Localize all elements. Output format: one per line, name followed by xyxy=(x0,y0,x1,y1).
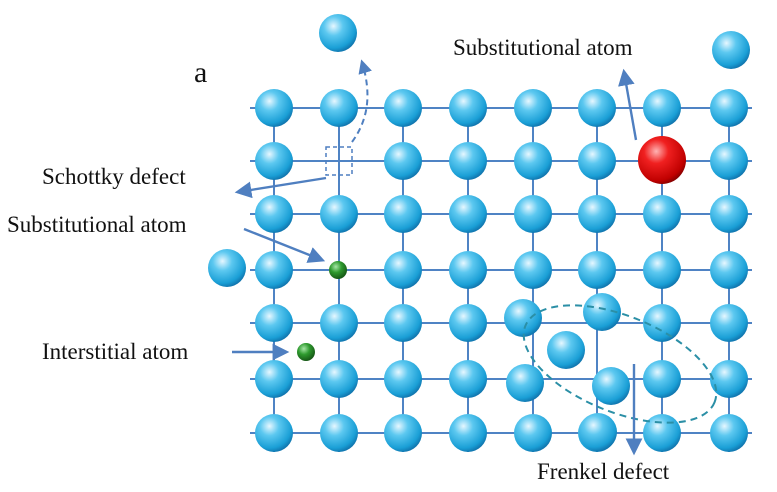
host-atom-r1-c7 xyxy=(643,89,681,127)
host-atom-r4-c3 xyxy=(384,251,422,289)
host-atom-r6-c7 xyxy=(643,360,681,398)
host-atom-r1-c1 xyxy=(255,89,293,127)
host-atom-r2-c6 xyxy=(578,142,616,180)
host-atom-r4-c5 xyxy=(514,251,552,289)
host-atom-r7-c5 xyxy=(514,414,552,452)
host-atom-r2-c5 xyxy=(514,142,552,180)
host-atom-r7-c1 xyxy=(255,414,293,452)
host-atom-r7-c8 xyxy=(710,414,748,452)
host-atom-r1-c6 xyxy=(578,89,616,127)
host-atom-r1-c3 xyxy=(384,89,422,127)
host-atom-r5-c3 xyxy=(384,304,422,342)
host-atom-r2-c4 xyxy=(449,142,487,180)
host-atom-r4-c1 xyxy=(255,251,293,289)
arrow-schottky xyxy=(234,176,327,199)
red-substitutional-atom xyxy=(638,136,686,184)
annotation-arrows xyxy=(232,68,643,456)
schottky-ejection-path xyxy=(351,59,372,143)
host-atom-r3-c3 xyxy=(384,195,422,233)
green-interstitial-atom xyxy=(297,343,315,361)
host-atom-r2-c1 xyxy=(255,142,293,180)
arrow-substitutional-top xyxy=(618,68,638,141)
host-atom-r3-c1 xyxy=(255,195,293,233)
ejected-schottky-atom xyxy=(319,14,357,52)
arrow-substitutional-left xyxy=(243,227,326,263)
host-atom-r3-c8 xyxy=(710,195,748,233)
host-atom-r5-c1 xyxy=(255,304,293,342)
host-atom-r5-c4 xyxy=(449,304,487,342)
host-atom-r6-c3 xyxy=(384,360,422,398)
frenkel-row-atom xyxy=(506,364,544,402)
host-atom-r4-c8 xyxy=(710,251,748,289)
host-atom-r3-c6 xyxy=(578,195,616,233)
host-atom-r5-c5 xyxy=(504,299,542,337)
host-atom-r3-c2 xyxy=(320,195,358,233)
host-atom-r1-c5 xyxy=(514,89,552,127)
host-atom-r5-c7 xyxy=(643,304,681,342)
host-atom-r7-c4 xyxy=(449,414,487,452)
host-atom-r3-c7 xyxy=(643,195,681,233)
frenkel-bottom-atom xyxy=(579,413,617,451)
green-substitutional-atom xyxy=(329,261,347,279)
extra-atom-left xyxy=(208,249,246,287)
schottky-vacancy-marker xyxy=(325,146,353,176)
label-substitutional-left: Substitutional atom xyxy=(7,212,187,237)
host-atom-r2-c8 xyxy=(710,142,748,180)
host-atom-r5-c8 xyxy=(710,304,748,342)
frenkel-interstitial-atom xyxy=(547,331,585,369)
host-atom-r7-c2 xyxy=(320,414,358,452)
host-atom-r4-c7 xyxy=(643,251,681,289)
host-atom-r1-c4 xyxy=(449,89,487,127)
legend-atom-top-right xyxy=(712,31,750,69)
host-atom-r4-c4 xyxy=(449,251,487,289)
host-atom-r6-c4 xyxy=(449,360,487,398)
panel-label: a xyxy=(194,56,207,89)
host-atom-r7-c3 xyxy=(384,414,422,452)
host-atom-r7-c7 xyxy=(643,414,681,452)
atoms-layer xyxy=(208,14,750,452)
host-atom-r1-c2 xyxy=(320,89,358,127)
label-frenkel-defect: Frenkel defect xyxy=(537,459,670,484)
host-atom-r5-c6 xyxy=(583,293,621,331)
host-atom-r3-c5 xyxy=(514,195,552,233)
label-schottky-defect: Schottky defect xyxy=(42,164,186,189)
host-atom-r6-c1 xyxy=(255,360,293,398)
host-atom-r6-c2 xyxy=(320,360,358,398)
label-interstitial-atom: Interstitial atom xyxy=(42,339,188,364)
host-atom-r2-c3 xyxy=(384,142,422,180)
host-atom-r1-c8 xyxy=(710,89,748,127)
label-substitutional-top: Substitutional atom xyxy=(453,35,633,60)
host-atom-r5-c2 xyxy=(320,304,358,342)
host-atom-r4-c6 xyxy=(578,251,616,289)
frenkel-defect-ellipse xyxy=(522,304,718,424)
host-atom-r6-c8 xyxy=(710,360,748,398)
frenkel-displaced-atom xyxy=(592,367,630,405)
host-atom-r3-c4 xyxy=(449,195,487,233)
